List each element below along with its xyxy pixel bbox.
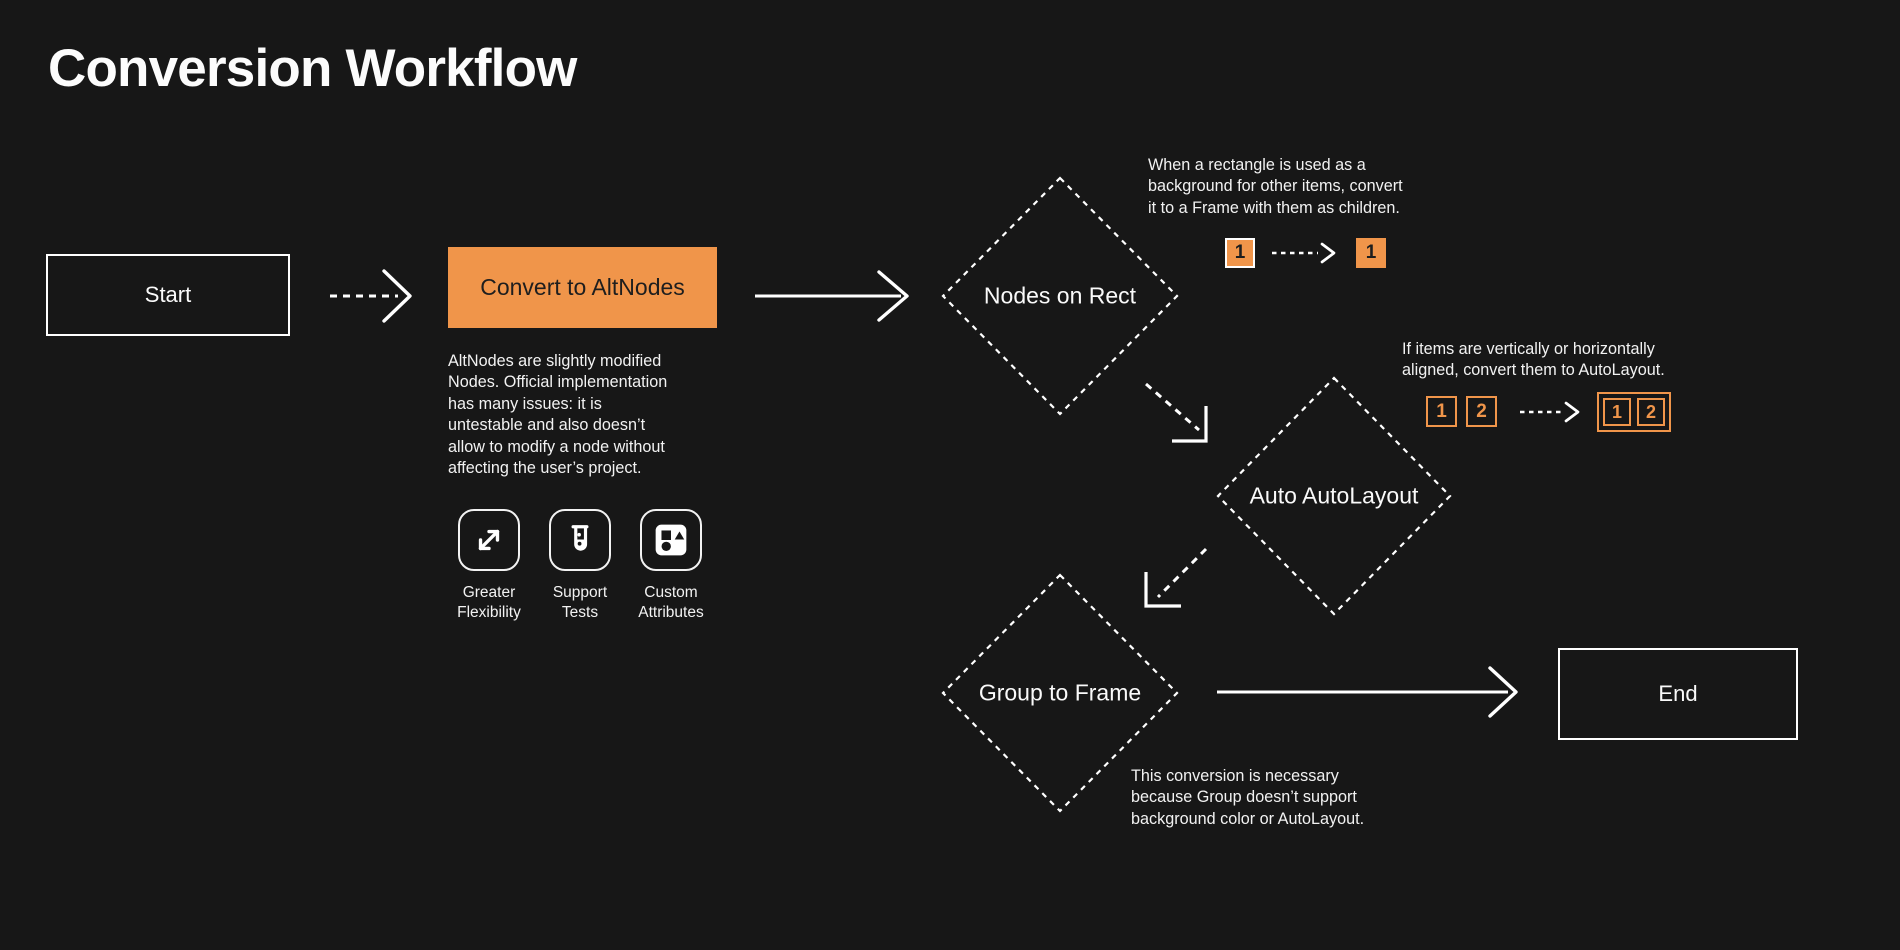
- start-node-label: Start: [144, 282, 192, 307]
- page-title: Conversion Workflow: [48, 39, 577, 98]
- note-line: because Group doesn’t support: [1131, 788, 1357, 807]
- note-line: This conversion is necessary: [1131, 767, 1339, 785]
- end-node-label: End: [1658, 681, 1698, 706]
- note-line: background for other items, convert: [1148, 177, 1403, 196]
- note-line: it to a Frame with them as children.: [1148, 198, 1400, 217]
- item-2-chip: 2: [1466, 396, 1497, 427]
- feature-label-line: Greater: [462, 584, 516, 601]
- arrow-group-to-frame-to-end: [1217, 666, 1518, 718]
- feature-label-line: Tests: [561, 604, 599, 621]
- feature-label-line: Custom: [644, 584, 698, 601]
- note-line: aligned, convert them to AutoLayout.: [1402, 361, 1665, 380]
- item-1-chip: 1: [1426, 396, 1457, 427]
- start-node: Start: [46, 254, 290, 336]
- note-line: If items are vertically or horizontally: [1402, 340, 1655, 358]
- note-line: AltNodes are slightly modified: [448, 352, 662, 370]
- expand-arrows-icon: [478, 529, 500, 551]
- nodes-on-rect-annotation: When a rectangle is used as a background…: [1148, 155, 1403, 219]
- note-line: allow to modify a node without: [448, 437, 665, 456]
- arrow-nodes-on-rect-to-auto-autolayout: [1145, 382, 1208, 443]
- feature-label-custom-attributes: Custom Attributes: [606, 583, 736, 623]
- item-1-chip: 1: [1603, 398, 1631, 426]
- convert-to-altnodes-label: Convert to AltNodes: [480, 274, 685, 300]
- auto-autolayout-label: Auto AutoLayout: [1249, 482, 1419, 509]
- end-node: End: [1558, 648, 1798, 740]
- group-to-frame-label: Group to Frame: [978, 679, 1142, 706]
- arrow-items-to-autolayout-mini: [1520, 401, 1580, 423]
- auto-autolayout-annotation: If items are vertically or horizontally …: [1402, 339, 1665, 382]
- test-tube-icon: [571, 525, 589, 551]
- feature-label-line: Flexibility: [457, 604, 521, 621]
- nodes-on-rect-label: Nodes on Rect: [983, 282, 1137, 309]
- nodes-on-rect-diamond-outline: [941, 176, 1179, 416]
- feature-label-support-tests: Support Tests: [515, 583, 645, 623]
- feature-support-tests: [549, 509, 611, 571]
- arrow-auto-autolayout-to-group-to-frame: [1144, 547, 1208, 608]
- note-line: When a rectangle is used as a: [1148, 156, 1366, 174]
- group-to-frame-annotation: This conversion is necessary because Gro…: [1131, 766, 1364, 830]
- item-2-chip: 2: [1637, 398, 1665, 426]
- shapes-icon: [655, 524, 687, 556]
- note-line: affecting the user’s project.: [448, 459, 642, 478]
- arrow-rect-to-frame-mini: [1272, 242, 1336, 264]
- auto-autolayout-diamond-outline: [1216, 376, 1452, 616]
- frame-example-chip: 1: [1356, 238, 1386, 268]
- note-line: Nodes. Official implementation: [448, 373, 668, 392]
- arrow-convert-to-nodes-on-rect: [755, 270, 909, 322]
- feature-label-greater-flexibility: Greater Flexibility: [424, 583, 554, 623]
- convert-to-altnodes-node: Convert to AltNodes: [448, 247, 717, 328]
- group-to-frame-diamond-outline: [941, 573, 1179, 813]
- rect-example-chip: 1: [1225, 238, 1255, 268]
- feature-custom-attributes: [640, 509, 702, 571]
- arrow-start-to-convert: [330, 269, 412, 323]
- feature-label-line: Support: [552, 584, 608, 601]
- note-line: has many issues: it is: [448, 394, 602, 413]
- autolayout-group-chip: 1 2: [1597, 392, 1671, 432]
- feature-label-line: Attributes: [638, 604, 704, 621]
- feature-greater-flexibility: [458, 509, 520, 571]
- note-line: background color or AutoLayout.: [1131, 809, 1365, 828]
- note-line: untestable and also doesn’t: [448, 416, 646, 435]
- altnodes-description: AltNodes are slightly modified Nodes. Of…: [448, 351, 667, 479]
